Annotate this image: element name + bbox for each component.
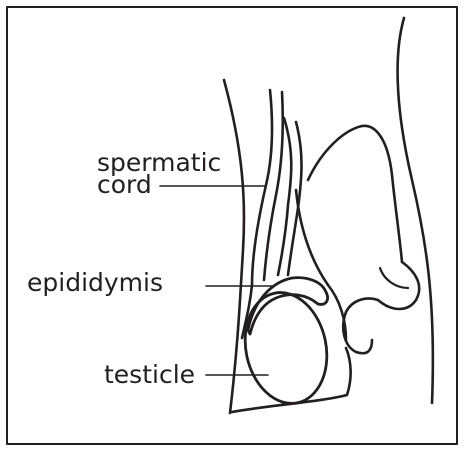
label-epididymis: epididymis bbox=[27, 269, 163, 296]
penis-glans bbox=[343, 262, 419, 353]
spermatic-cord-tube-left bbox=[242, 90, 272, 338]
thigh-outline bbox=[224, 80, 244, 413]
penis-shaft-top bbox=[296, 190, 328, 285]
penis-fold bbox=[380, 268, 408, 288]
diagram-frame bbox=[7, 7, 457, 444]
label-cord: cord bbox=[97, 171, 152, 198]
spermatic-cord-tube-right bbox=[278, 118, 291, 275]
penis-shaft-upper bbox=[308, 126, 402, 262]
label-testicle: testicle bbox=[104, 361, 195, 388]
body-contour bbox=[398, 18, 433, 403]
